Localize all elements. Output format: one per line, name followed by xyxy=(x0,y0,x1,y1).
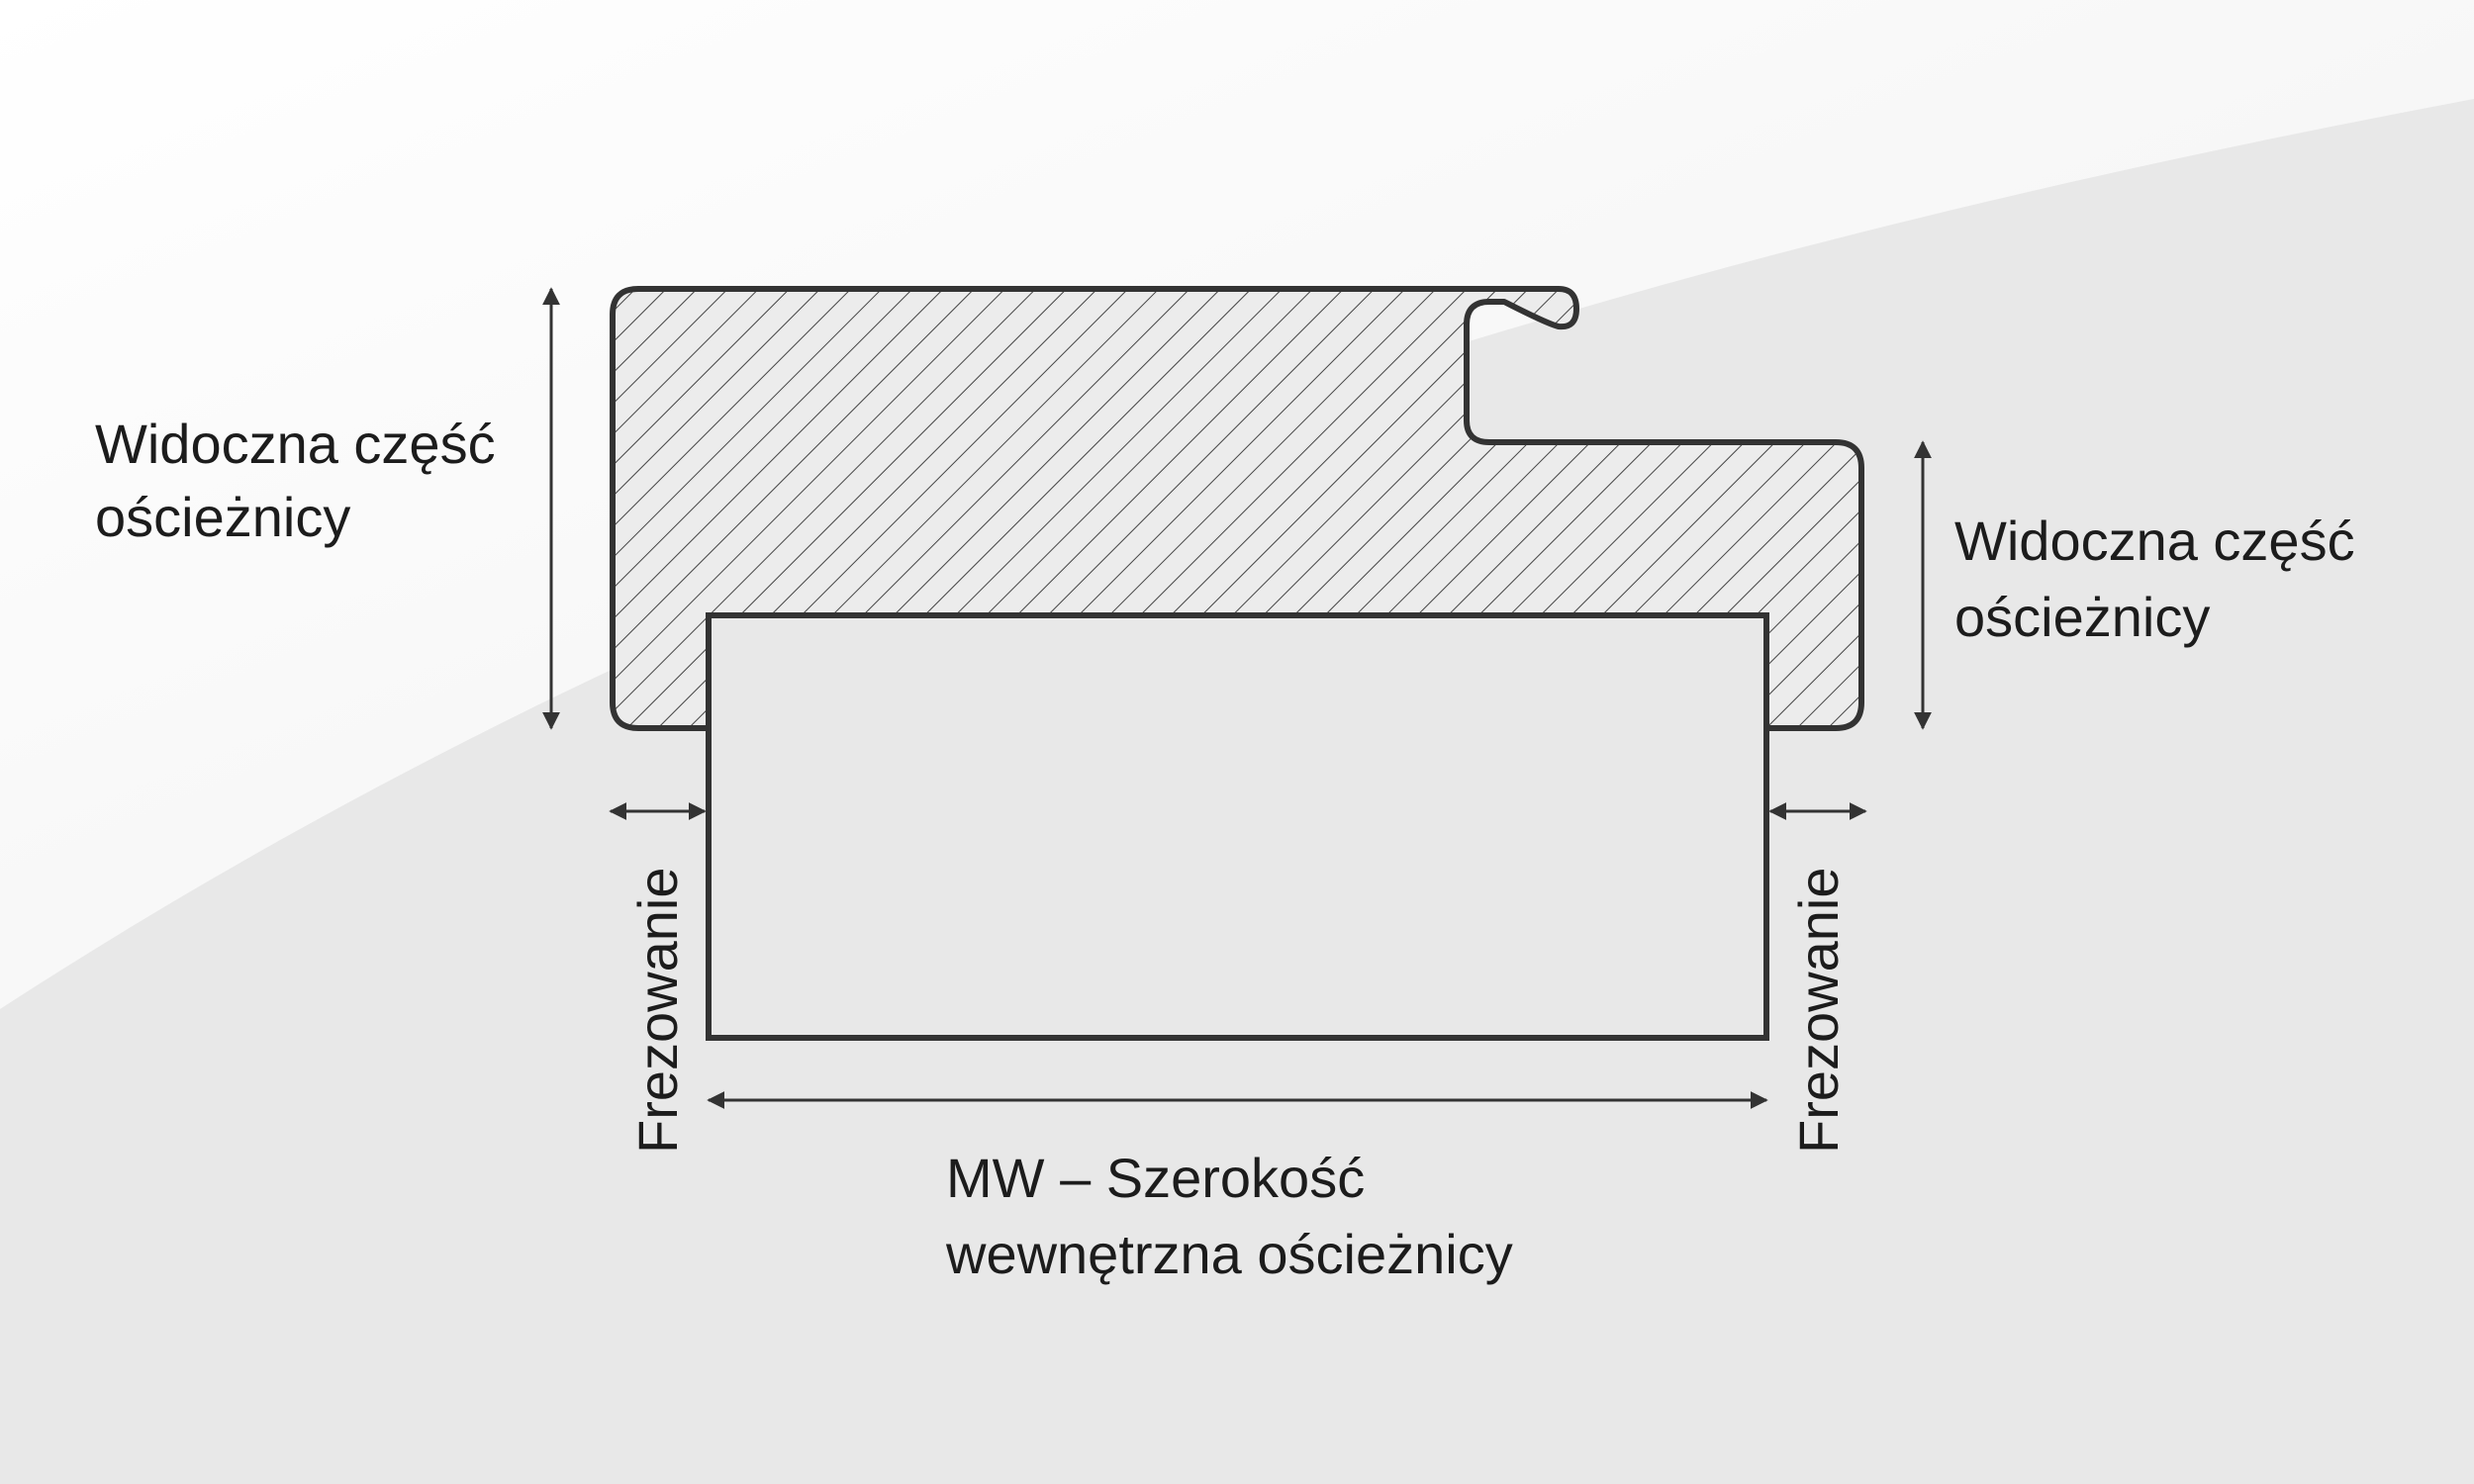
visible-right-label-line1: Widoczna część xyxy=(1954,510,2355,572)
mw-label-line1: MW – Szerokość xyxy=(946,1147,1365,1209)
visible-left-label-line2: ościeżnicy xyxy=(95,486,350,548)
milling-left-label: Frezowanie xyxy=(626,868,689,1154)
background-swoosh xyxy=(0,0,2474,1009)
mw-label-line2: wewnętrzna ościeżnicy xyxy=(945,1223,1513,1285)
milling-right-label: Frezowanie xyxy=(1787,868,1850,1154)
visible-left-label-line1: Widoczna część xyxy=(95,413,496,475)
inner-opening xyxy=(706,612,1769,1041)
visible-right-label-line2: ościeżnicy xyxy=(1954,586,2210,648)
frame-profile-hatched xyxy=(610,286,1864,731)
